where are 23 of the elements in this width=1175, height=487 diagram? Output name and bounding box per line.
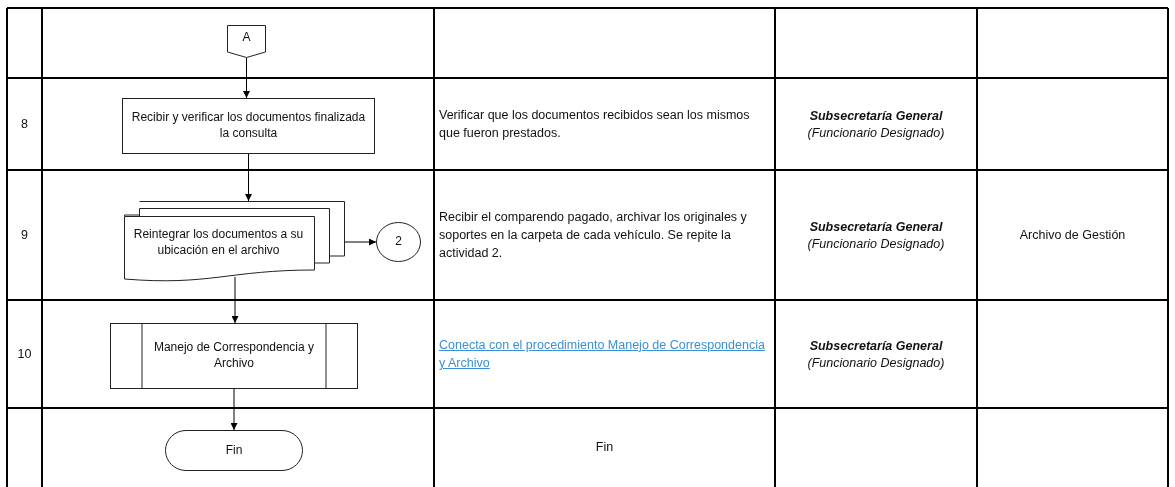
role-text: (Funcionario Designado) — [807, 236, 945, 252]
arrow — [344, 238, 377, 246]
record-text: Archivo de Gestión — [1019, 226, 1126, 244]
responsible-text: Subsecretaría General — [809, 338, 943, 356]
offpage-connector: A — [227, 25, 266, 58]
arrow — [230, 388, 238, 431]
step-number: 10 — [17, 345, 32, 363]
step-number: 9 — [21, 226, 28, 244]
procedure-link: Conecta con el procedimiento Manejo de Correspondencia y Archivo — [439, 336, 766, 372]
responsible-text: Subsecretaría General — [809, 219, 943, 237]
subprocess-box: Manejo de Correspondencia y Archivo — [110, 323, 358, 389]
description-text: Fin — [595, 439, 614, 457]
role-text: (Funcionario Designado) — [807, 125, 945, 141]
arrow — [231, 276, 239, 324]
description-text: Verificar que los documentos recibidos sean los mismos que fueron prestados. — [439, 106, 751, 142]
responsible-text: Subsecretaría General — [809, 108, 943, 126]
arrow — [243, 57, 250, 99]
role-text: (Funcionario Designado) — [807, 355, 945, 371]
arrow — [245, 153, 252, 202]
process-box: Recibir y verificar los documentos finalizada la consulta — [122, 98, 375, 154]
description-text: Recibir el comparendo pagado, archivar los originales y soportes en la carpeta de cada vehículo. Se repite la actividad 2. — [439, 208, 748, 263]
connector-circle: 2 — [376, 222, 421, 262]
step-number: 8 — [21, 115, 28, 133]
